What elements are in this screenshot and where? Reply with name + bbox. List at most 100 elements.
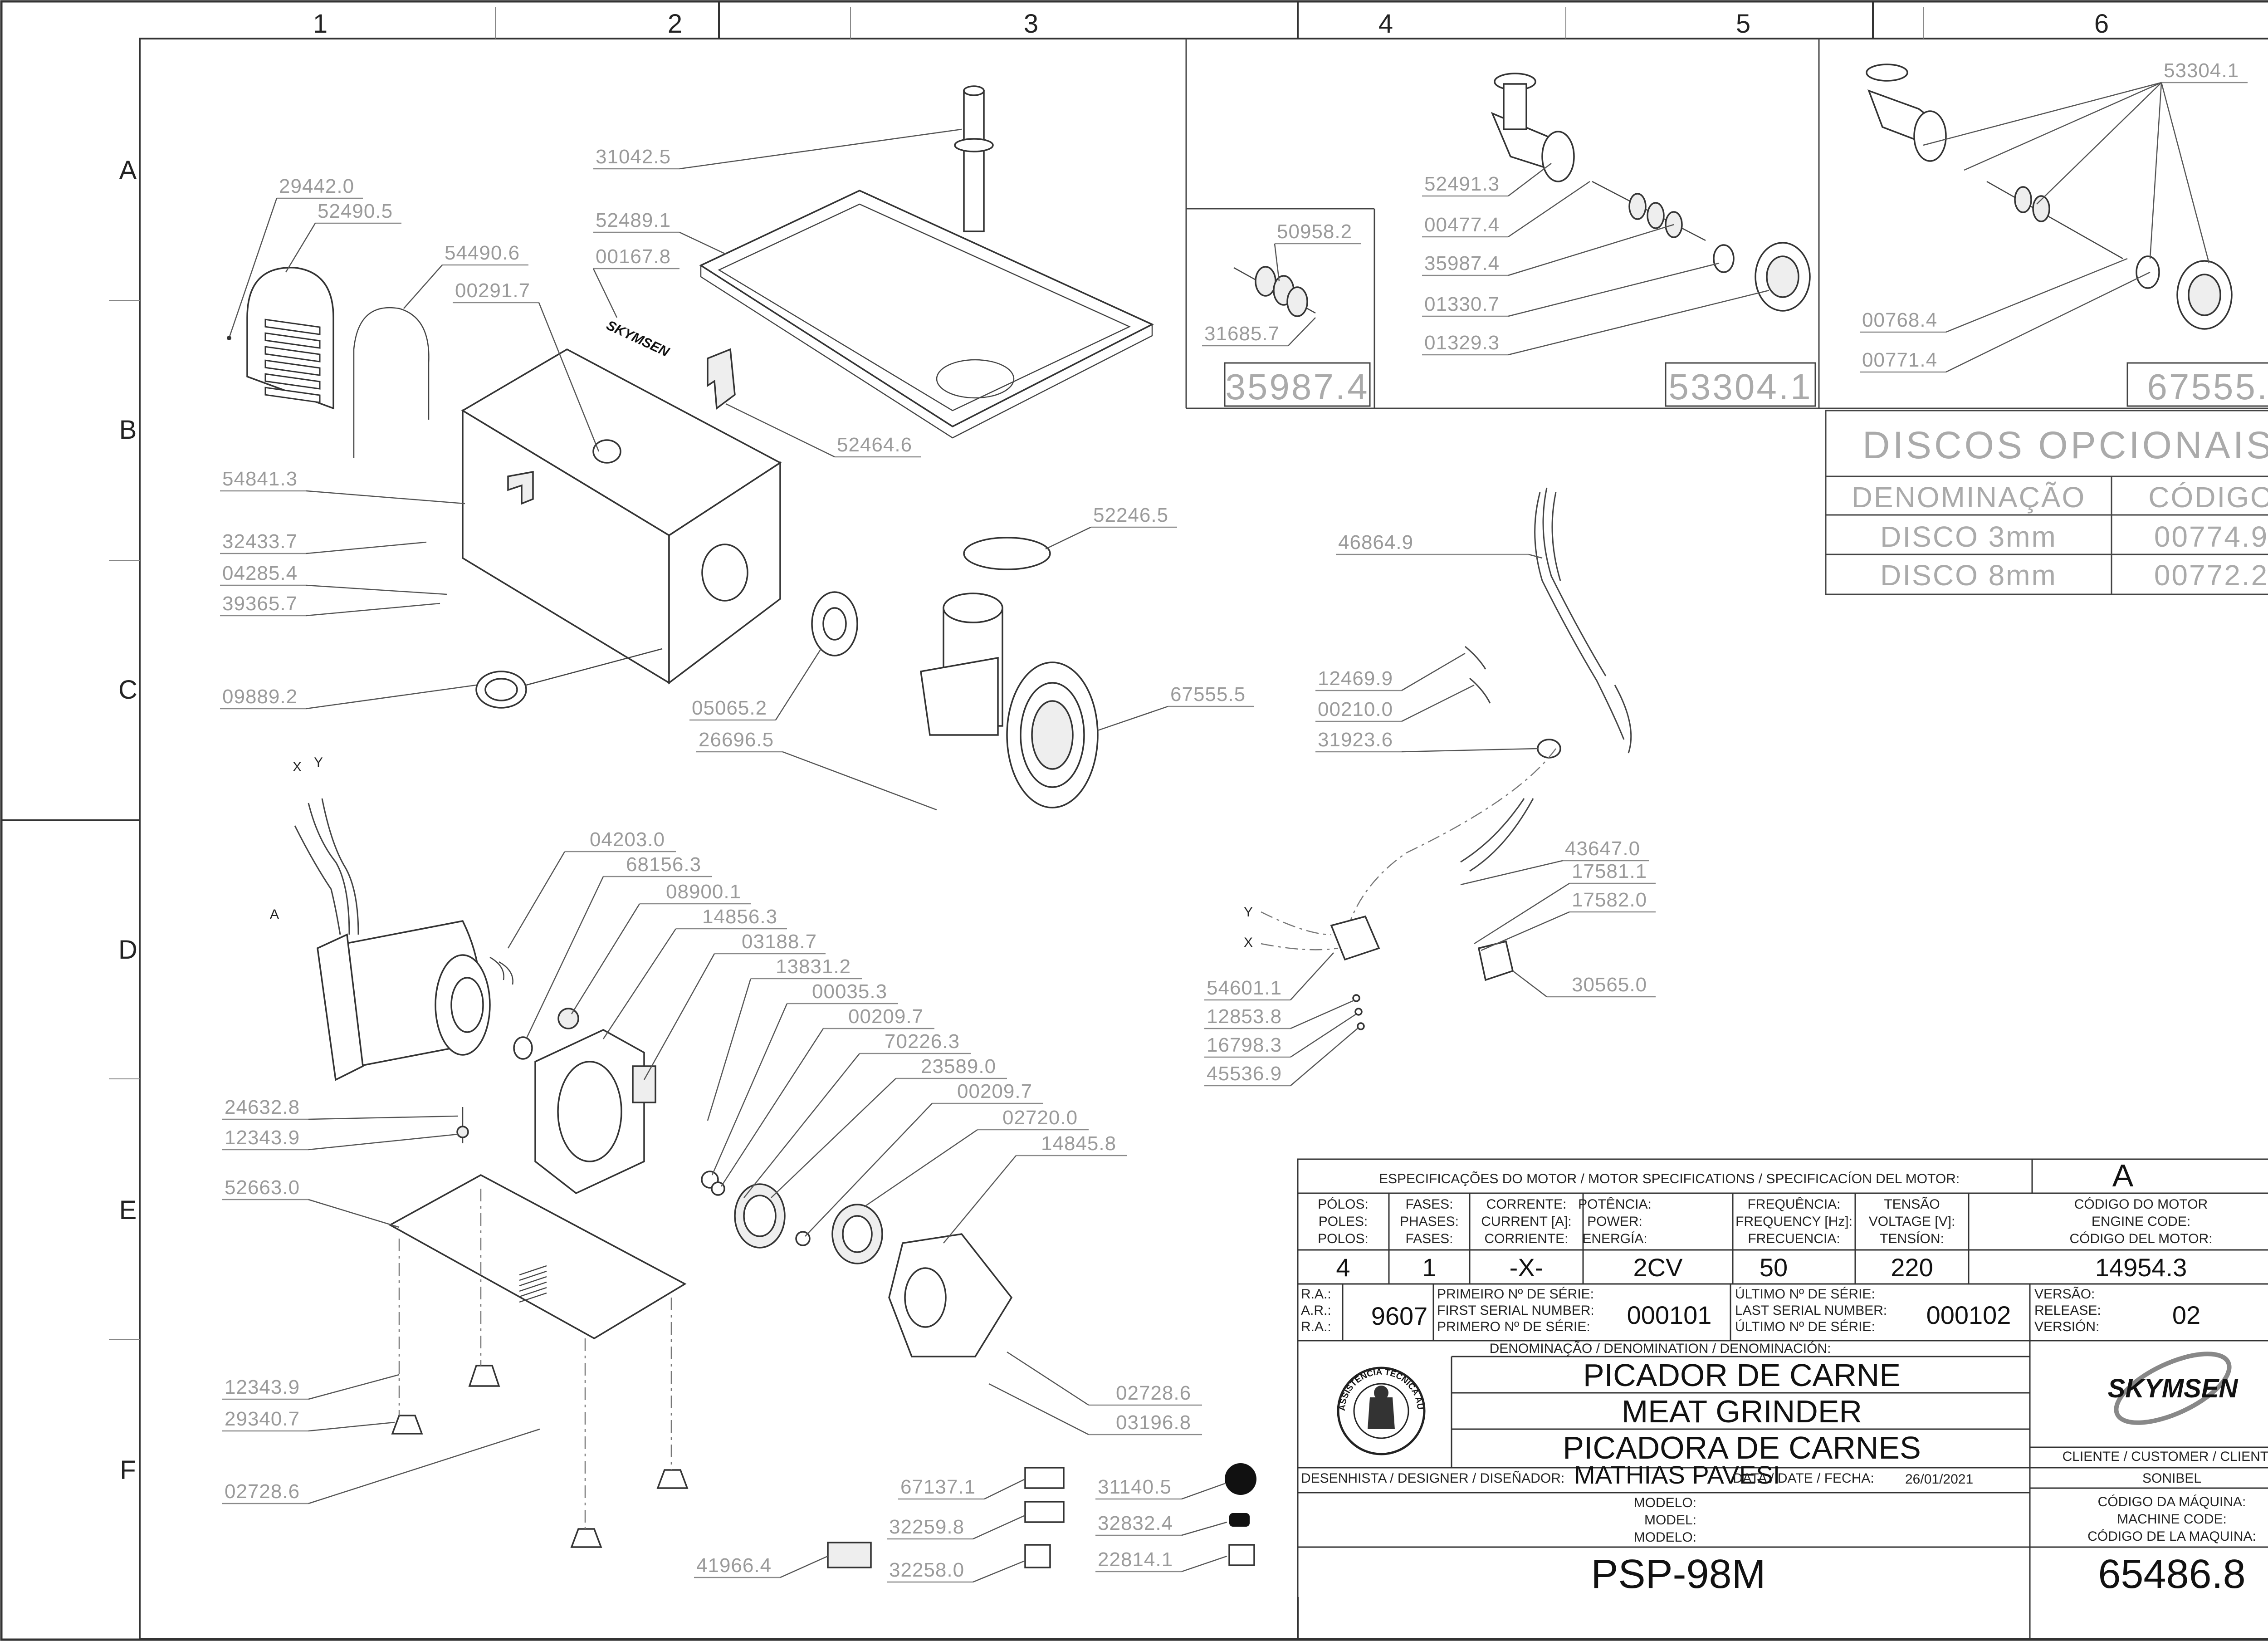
part-number-label: 52489.1 (596, 209, 671, 231)
callout-52491: 52491.3 (1422, 163, 1552, 197)
callout-08900: 08900.1 (571, 881, 751, 1014)
part-callouts: 29442.0 52490.5 54490.6 00291.7 00167.8 … (220, 59, 2248, 1583)
discs-col-code: CÓDIGO (2148, 481, 2268, 514)
part-number-label: 52246.5 (1093, 504, 1168, 526)
val-poles: 4 (1336, 1253, 1350, 1282)
h-current-pt: CORRENTE: (1486, 1197, 1567, 1212)
grid-col-6: 6 (2094, 9, 2109, 39)
grid-row-d: D (118, 935, 137, 965)
h-poles-pt: PÓLOS: (1318, 1197, 1369, 1212)
callout-03196: 03196.8 (988, 1383, 1202, 1435)
part-number-label: 05065.2 (692, 697, 767, 719)
callout-16798: 16798.3 (1204, 1013, 1357, 1058)
callout-31042: 31042.5 (593, 128, 962, 170)
h-power-pt: POTÊNCIA: (1578, 1197, 1652, 1212)
part-number-label: 12343.9 (225, 1376, 300, 1398)
model-label-es: MODELO: (1634, 1530, 1696, 1545)
ra-label-es: R.A.: (1301, 1319, 1331, 1334)
callout-32258: 32258.0 (887, 1559, 1026, 1583)
grid-row-c: C (118, 675, 137, 705)
label-block-1 (1024, 1467, 1065, 1489)
part-number-label: 52663.0 (225, 1176, 300, 1199)
callout-02720: 02720.0 (864, 1107, 1089, 1208)
machine-code-label-es: CÓDIGO DE LA MAQUINA: (2087, 1529, 2256, 1544)
callout-12343a: 12343.9 (222, 1127, 459, 1151)
part-number-label: 17581.1 (1572, 860, 1647, 882)
label-block-3 (1024, 1544, 1051, 1568)
part-number-label: 03196.8 (1116, 1411, 1191, 1434)
discs-title: DISCOS OPCIONAIS (1862, 424, 2268, 466)
authorized-service-seal: ASSISTÊNCIA TÉCNICA AUTORIZADA (0, 0, 1426, 1455)
callout-54490: 54490.6 (403, 242, 528, 309)
skymsen-brand-logo: SKYMSEN (2108, 1352, 2239, 1425)
foot-1 (391, 1415, 423, 1435)
grid-row-e: E (119, 1195, 137, 1225)
skymsen-logo: SKYMSEN (604, 318, 672, 360)
ra-label-en: A.R.: (1301, 1303, 1331, 1318)
h-code-pt: CÓDIGO DO MOTOR (2074, 1197, 2208, 1212)
callout-52464: 52464.6 (725, 403, 921, 458)
ra-value: 9607 (1371, 1302, 1428, 1330)
part-number-label: 43647.0 (1565, 838, 1640, 860)
grid-row-b: B (119, 415, 137, 445)
part-number-label: 00210.0 (1318, 698, 1393, 720)
part-number-label: 02728.6 (225, 1480, 300, 1503)
last-serial-label-pt: ÚLTIMO Nº DE SÉRIE: (1735, 1287, 1875, 1302)
h-code-es: CÓDIGO DEL MOTOR: (2069, 1231, 2212, 1246)
black-dot-part (1225, 1463, 1256, 1495)
callout-53304: 53304.1 (1923, 59, 2248, 264)
part-number-label: 54841.3 (222, 468, 298, 490)
callout-00210: 00210.0 (1315, 684, 1475, 722)
title-block: R.A.: A.R.: R.A.: 9607 PRIMEIRO Nº DE SÉ… (0, 0, 2268, 1597)
denomination-label: DENOMINAÇÃO / DENOMINATION / DENOMINACIÓ… (1490, 1341, 1831, 1356)
callout-00209b: 00209.7 (805, 1080, 1043, 1237)
part-number-label: 35987.4 (1424, 252, 1500, 274)
part-number-label: 26696.5 (699, 729, 774, 751)
first-serial: 000101 (1627, 1301, 1712, 1329)
part-number-label: 31140.5 (1098, 1476, 1172, 1498)
grid-col-2: 2 (668, 9, 682, 39)
callout-14845: 14845.8 (943, 1132, 1127, 1244)
h-phases-es: FASES: (1405, 1231, 1453, 1246)
part-number-label: 16798.3 (1207, 1034, 1282, 1056)
part-number-label: 00768.4 (1862, 309, 1937, 331)
callout-31140: 31140.5 (1095, 1476, 1225, 1500)
motor-specifications: ESPECIFICAÇÕES DO MOTOR / MOTOR SPECIFIC… (1297, 1158, 2268, 1640)
first-serial-label-pt: PRIMEIRO Nº DE SÉRIE: (1437, 1287, 1594, 1302)
callout-43647: 43647.0 (1460, 838, 1649, 886)
callout-41966: 41966.4 (694, 1554, 828, 1578)
h-tension-es: TENSÍON: (1880, 1231, 1944, 1246)
callout-00768: 00768.4 (1860, 258, 2128, 333)
grid-column-labels: 1 2 3 4 5 6 (313, 9, 2109, 39)
callout-32832: 32832.4 (1095, 1512, 1227, 1536)
model-value: PSP-98M (1591, 1552, 1765, 1597)
disc-8mm-name: DISCO 8mm (1880, 559, 2057, 592)
inset-ref-1: 35987.4 (1225, 367, 1369, 407)
inset-ref-3: 67555.5 (2147, 367, 2268, 407)
spec-motor-letter: A (2112, 1158, 2134, 1193)
callout-03188: 03188.7 (643, 931, 826, 1080)
part-number-label: 00167.8 (596, 245, 671, 268)
callout-00291: 00291.7 (453, 279, 600, 452)
part-number-label: 52464.6 (837, 434, 912, 456)
callout-54841: 54841.3 (220, 468, 465, 505)
callout-35987: 35987.4 (1422, 224, 1674, 276)
callout-52490: 52490.5 (285, 200, 401, 273)
callout-23589: 23589.0 (771, 1055, 1007, 1198)
part-number-label: 32259.8 (889, 1516, 964, 1538)
val-voltage: 220 (1891, 1253, 1933, 1282)
h-code-en: ENGINE CODE: (2092, 1214, 2190, 1229)
part-number-label: 01329.3 (1424, 332, 1500, 354)
mouth-plate (963, 537, 1051, 570)
designer-name: MATHIAS PAVESI (1574, 1460, 1780, 1489)
part-number-label: 00035.3 (812, 980, 887, 1003)
callout-39365: 39365.7 (220, 593, 440, 617)
part-number-label: 67137.1 (900, 1476, 976, 1498)
part-number-label: 50958.2 (1277, 220, 1352, 243)
part-number-label: 17582.0 (1572, 889, 1647, 911)
callout-00771: 00771.4 (1860, 271, 2151, 373)
date-value: 26/01/2021 (1905, 1472, 1973, 1487)
part-number-label: 52491.3 (1424, 173, 1500, 195)
callout-04285: 04285.4 (220, 562, 447, 595)
